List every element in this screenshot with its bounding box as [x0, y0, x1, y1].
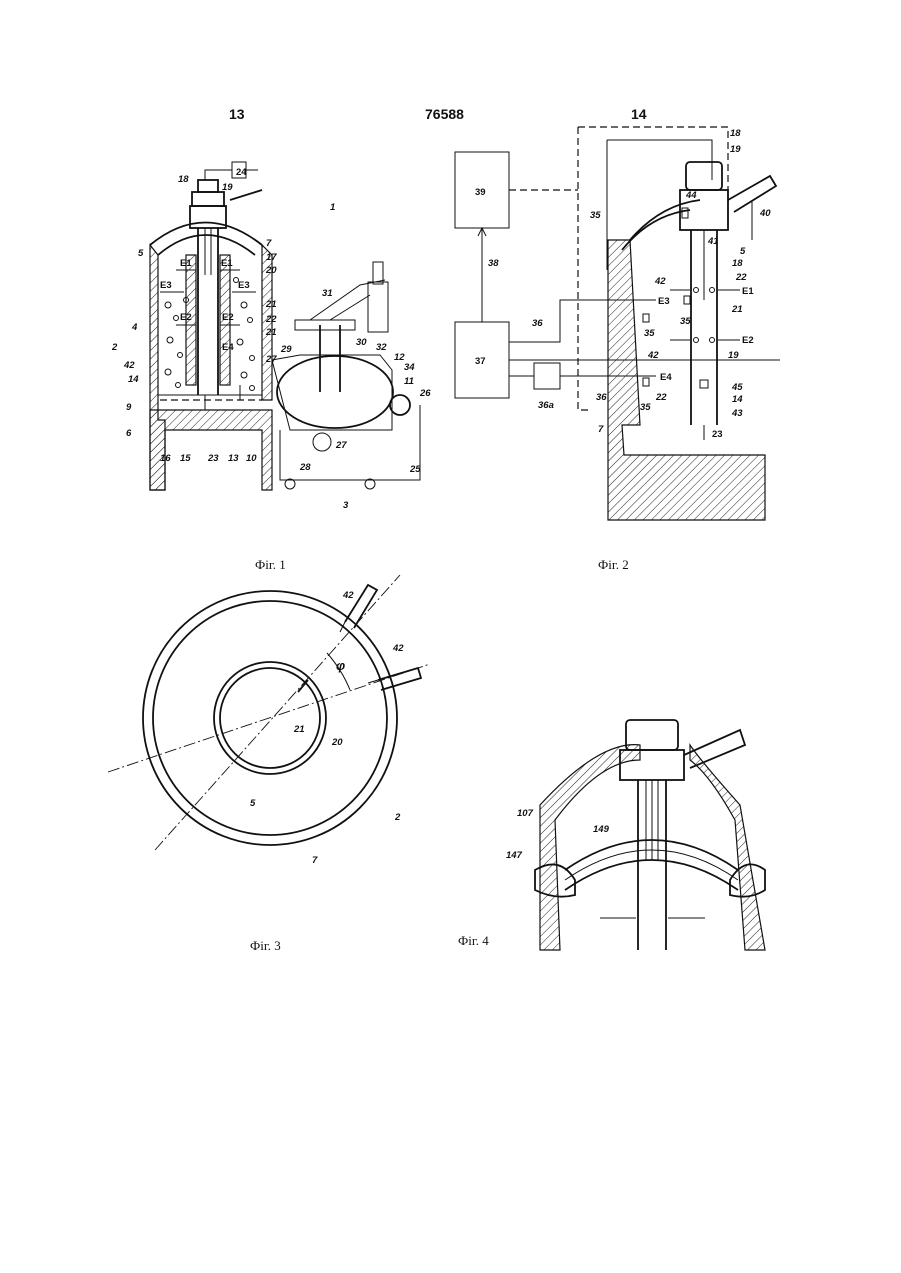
fig1-label: E3 [238, 280, 250, 291]
fig1-label: 16 [160, 453, 171, 464]
fig2-label: E4 [660, 372, 672, 383]
fig2-label: 22 [655, 392, 667, 403]
fig2-label: 19 [728, 350, 739, 361]
fig1-label: 6 [126, 428, 132, 439]
fig1-label: 11 [404, 376, 414, 387]
fig2-label: 14 [732, 394, 743, 405]
fig1-label: 27 [265, 354, 277, 365]
fig2-label: 42 [654, 276, 666, 287]
figure-1-drawing: 18 24 19 1 5 7 17 20 E1 E1 E3 E3 21 E2 E… [111, 162, 431, 511]
fig2-label: 37 [475, 356, 486, 367]
fig3-label: φ [336, 658, 345, 673]
fig4-label: 147 [506, 850, 523, 861]
fig1-label: 14 [128, 374, 139, 385]
fig1-label: 42 [123, 360, 135, 371]
fig2-label: 36a [538, 400, 554, 411]
fig4-label: 107 [517, 808, 534, 819]
fig1-label: 9 [126, 402, 132, 413]
figure-2-drawing: 18 19 39 44 40 35 41 5 18 22 38 42 E3 E1… [455, 127, 780, 520]
fig2-label: 23 [712, 429, 723, 440]
fig1-label: 4 [131, 322, 138, 333]
fig2-label: 42 [647, 350, 659, 361]
fig2-label: 43 [731, 408, 743, 419]
fig1-label: 23 [207, 453, 219, 464]
fig2-label: 21 [731, 304, 743, 315]
fig3-label: 20 [331, 737, 343, 748]
fig3-label: 2 [394, 812, 401, 823]
fig2-label: 35 [680, 316, 691, 327]
figure-4-caption: Фіг. 4 [458, 933, 489, 949]
fig1-label: 2 [111, 342, 118, 353]
fig1-label: 24 [236, 167, 247, 178]
fig3-label: 42 [392, 643, 404, 654]
fig1-label: 18 [178, 174, 189, 185]
fig1-label: E1 [221, 258, 233, 269]
fig2-label: 44 [685, 190, 697, 201]
fig1-label: 17 [266, 252, 277, 263]
fig1-label: E3 [160, 280, 172, 291]
fig1-label: 1 [330, 202, 335, 213]
fig1-label: 32 [376, 342, 387, 353]
fig1-label: 5 [138, 248, 144, 259]
fig2-label: 36 [532, 318, 543, 329]
fig3-label: 21 [293, 724, 305, 735]
fig2-label: 40 [759, 208, 771, 219]
fig2-label: 18 [732, 258, 743, 269]
fig2-label: 39 [475, 187, 486, 198]
fig2-label: 7 [598, 424, 604, 435]
fig1-label: 30 [356, 337, 367, 348]
fig1-label: 21 [265, 327, 277, 338]
fig2-label: 19 [730, 144, 741, 155]
fig1-label: 29 [280, 344, 292, 355]
fig1-label: 34 [404, 362, 415, 373]
fig1-label: 15 [180, 453, 191, 464]
fig2-label: 35 [644, 328, 655, 339]
fig2-label: 35 [590, 210, 601, 221]
fig1-label: 19 [222, 182, 233, 193]
fig1-label: 31 [322, 288, 333, 299]
fig4-label: 149 [593, 824, 610, 835]
fig1-label: 20 [265, 265, 277, 276]
figure-1-caption: Фіг. 1 [255, 557, 286, 573]
fig1-label: E2 [222, 312, 234, 323]
figure-3-drawing: 42 42 φ 21 20 5 2 7 [108, 575, 430, 866]
fig1-label: 13 [228, 453, 239, 464]
fig2-label: 18 [730, 128, 741, 139]
fig1-label: 28 [299, 462, 311, 473]
figure-3-caption: Фіг. 3 [250, 938, 281, 954]
fig2-label: E1 [742, 286, 754, 297]
fig1-label: 3 [343, 500, 349, 511]
fig2-label: E2 [742, 335, 754, 346]
fig1-label: 22 [265, 314, 277, 325]
fig1-label: 26 [419, 388, 431, 399]
fig2-label: E3 [658, 296, 670, 307]
fig1-label: 7 [266, 238, 272, 249]
fig2-label: 22 [735, 272, 747, 283]
fig3-label: 5 [250, 798, 256, 809]
fig3-label: 42 [342, 590, 354, 601]
fig1-label: E4 [222, 342, 234, 353]
fig2-label: 35 [640, 402, 651, 413]
fig1-label: 10 [246, 453, 257, 464]
fig2-label: 38 [488, 258, 499, 269]
fig1-label: E1 [180, 258, 192, 269]
fig1-label: 25 [409, 464, 421, 475]
fig3-label: 7 [312, 855, 318, 866]
fig2-label: 41 [707, 236, 719, 247]
fig1-label: E2 [180, 312, 192, 323]
fig1-label: 27 [335, 440, 347, 451]
fig1-label: 21 [265, 299, 277, 310]
fig2-label: 36 [596, 392, 607, 403]
figure-4-drawing: 107 149 147 [506, 720, 765, 950]
fig2-label: 45 [731, 382, 743, 393]
fig2-label: 5 [740, 246, 746, 257]
figure-2-caption: Фіг. 2 [598, 557, 629, 573]
